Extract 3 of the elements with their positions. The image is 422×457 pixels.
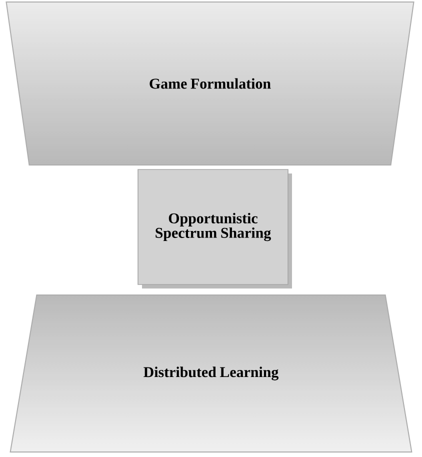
trapezoid: Distributed Learning: [10, 294, 412, 452]
inverted-trapezoid: Game Formulation: [6, 2, 414, 166]
center-box: Opportunistic Spectrum Sharing: [138, 169, 292, 288]
